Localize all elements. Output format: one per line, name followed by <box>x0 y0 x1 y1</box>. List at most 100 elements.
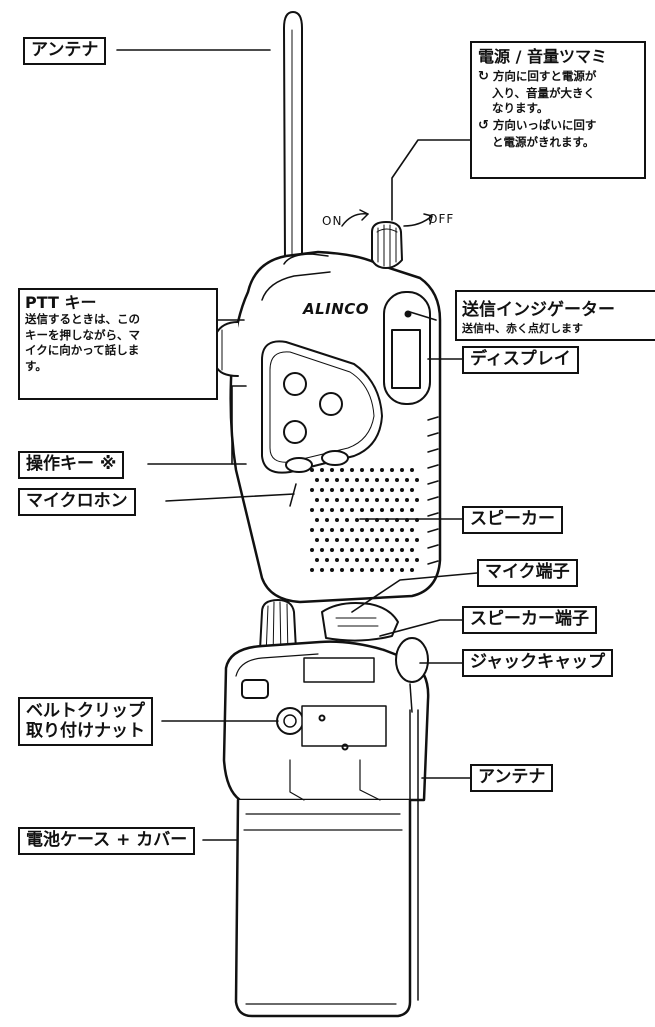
speaker-grille-hole <box>320 548 324 552</box>
speaker-grille-hole <box>370 568 374 572</box>
speaker-grille-hole <box>335 538 339 542</box>
speaker-grille-hole <box>345 518 349 522</box>
speaker-grille-hole <box>405 498 409 502</box>
speaker-grille-hole <box>320 568 324 572</box>
speaker-grille-hole <box>395 478 399 482</box>
front-radio-illustration <box>215 11 442 604</box>
speaker-grille-hole <box>360 468 364 472</box>
speaker-grille-hole <box>360 568 364 572</box>
speaker-grille-hole <box>380 468 384 472</box>
speaker-grille-hole <box>320 528 324 532</box>
power-knob-title: 電源 / 音量ツマミ <box>478 47 607 66</box>
speaker-grille-hole <box>360 548 364 552</box>
speaker-grille-hole <box>375 478 379 482</box>
speaker-grille-hole <box>345 538 349 542</box>
speaker-grille-hole <box>365 498 369 502</box>
speaker-grille-hole <box>390 568 394 572</box>
speaker-grille-hole <box>410 548 414 552</box>
speaker-grille-hole <box>360 488 364 492</box>
speaker-grille-hole <box>395 538 399 542</box>
speaker-grille-hole <box>355 518 359 522</box>
speaker-label: スピーカー <box>462 506 563 534</box>
belt-clip-nut-label: ベルトクリップ 取り付けナット <box>18 697 153 747</box>
speaker-grille-hole <box>355 478 359 482</box>
speaker-grille-hole <box>325 518 329 522</box>
speaker-grille-hole <box>350 568 354 572</box>
microphone-label: マイクロホン <box>18 488 136 516</box>
speaker-grille-hole <box>390 548 394 552</box>
speaker-grille-hole <box>405 538 409 542</box>
speaker-grille-hole <box>335 518 339 522</box>
front-antenna-label: アンテナ <box>23 37 107 65</box>
speaker-grille-hole <box>350 508 354 512</box>
speaker-grille-hole <box>330 568 334 572</box>
speaker-grille-hole <box>360 508 364 512</box>
speaker-grille-hole <box>385 498 389 502</box>
speaker-grille-hole <box>380 508 384 512</box>
speaker-grille-hole <box>400 508 404 512</box>
speaker-grille-hole <box>340 528 344 532</box>
speaker-grille-hole <box>325 538 329 542</box>
speaker-grille-hole <box>320 508 324 512</box>
speaker-grille-hole <box>365 478 369 482</box>
speaker-grille-hole <box>350 488 354 492</box>
speaker-grille-hole <box>410 468 414 472</box>
speaker-grille-hole <box>390 488 394 492</box>
speaker-grille-hole <box>315 558 319 562</box>
speaker-grille-hole <box>340 548 344 552</box>
off-label: OFF <box>428 212 455 226</box>
tx-indicator-callout: 送信インジゲーター 送信中、赤く点灯します <box>455 290 655 341</box>
speaker-grille-hole <box>400 528 404 532</box>
speaker-grille-hole <box>370 548 374 552</box>
speaker-grille-hole <box>335 478 339 482</box>
speaker-grille-hole <box>320 468 324 472</box>
speaker-grille-hole <box>385 538 389 542</box>
operation-keys-label: 操作キー ※ <box>18 451 125 479</box>
speaker-grille-hole <box>355 558 359 562</box>
speaker-grille-hole <box>410 528 414 532</box>
on-label: ON <box>322 214 343 228</box>
speaker-grille-hole <box>345 558 349 562</box>
speaker-grille-hole <box>385 558 389 562</box>
speaker-grille-hole <box>415 498 419 502</box>
speaker-grille-hole <box>310 528 314 532</box>
speaker-grille-hole <box>335 498 339 502</box>
speaker-grille-hole <box>345 478 349 482</box>
speaker-grille-hole <box>315 518 319 522</box>
back-antenna-label: アンテナ <box>470 764 554 792</box>
speaker-grille-hole <box>340 508 344 512</box>
speaker-grille-hole <box>370 488 374 492</box>
speaker-grille-hole <box>395 558 399 562</box>
speaker-grille-hole <box>375 498 379 502</box>
speaker-grille-hole <box>325 498 329 502</box>
speaker-grille-hole <box>405 558 409 562</box>
speaker-grille-hole <box>330 548 334 552</box>
speaker-grille-hole <box>315 498 319 502</box>
brand-logo: ALINCO <box>303 300 370 318</box>
leader-lines <box>116 49 478 841</box>
speaker-grille-hole <box>400 468 404 472</box>
speaker-grille-hole <box>380 568 384 572</box>
speaker-grille-hole <box>400 568 404 572</box>
speaker-grille-hole <box>310 488 314 492</box>
speaker-grille-hole <box>350 548 354 552</box>
tx-indicator-desc: 送信中、赤く点灯します <box>462 322 583 335</box>
speaker-grille-hole <box>355 538 359 542</box>
speaker-grille-hole <box>310 548 314 552</box>
speaker-grille-hole <box>375 538 379 542</box>
speaker-grille-hole <box>400 488 404 492</box>
speaker-grille-hole <box>355 498 359 502</box>
speaker-grille-hole <box>410 508 414 512</box>
speaker-grille-hole <box>345 498 349 502</box>
speaker-grille-hole <box>390 528 394 532</box>
speaker-grille-hole <box>340 488 344 492</box>
mic-jack-label: マイク端子 <box>477 559 578 587</box>
speaker-grille-hole <box>320 488 324 492</box>
speaker-grille-hole <box>360 528 364 532</box>
clockwise-icon: ↻ <box>478 69 489 85</box>
display-label: ディスプレイ <box>462 346 579 374</box>
speaker-grille-hole <box>350 528 354 532</box>
ptt-desc: 送信するときは、この キーを押しながら、マ イクに向かって話しま す。 <box>25 312 140 373</box>
speaker-grille-hole <box>310 508 314 512</box>
